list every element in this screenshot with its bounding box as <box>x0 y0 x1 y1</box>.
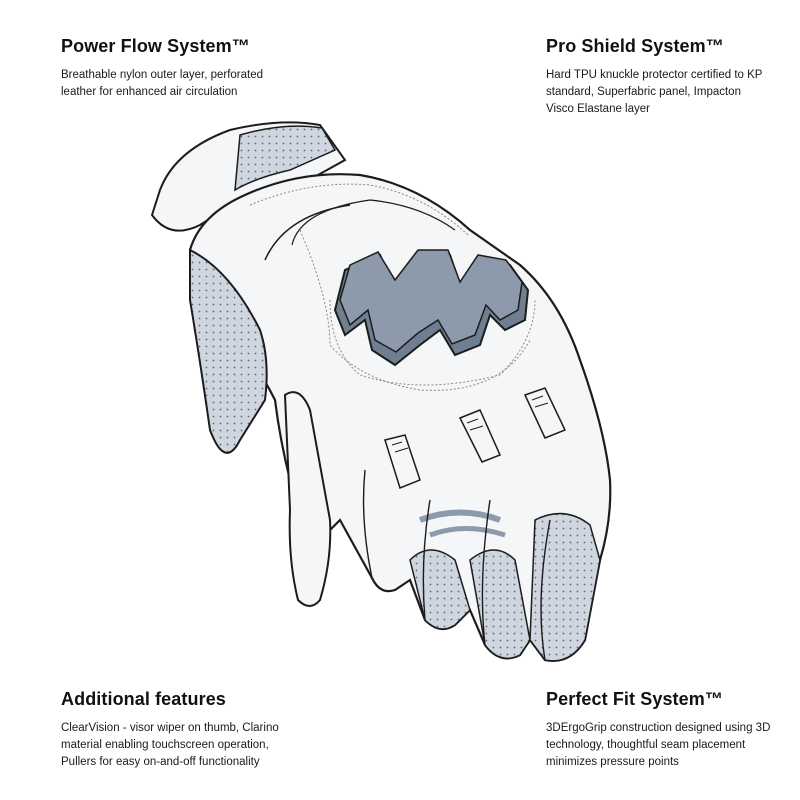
feature-title: Pro Shield System™ <box>546 36 724 56</box>
feature-description: ClearVision - visor wiper on thumb, Clar… <box>61 722 279 768</box>
feature-title: Power Flow System™ <box>61 36 250 56</box>
glove-illustration <box>150 121 612 662</box>
feature-perfect-fit: Perfect Fit System™ 3DErgoGrip construct… <box>546 689 786 771</box>
cuff <box>150 121 347 232</box>
thumb <box>189 248 332 607</box>
finger-panels <box>409 509 601 662</box>
feature-title: Additional features <box>61 689 226 709</box>
feature-description: Hard TPU knuckle protector certified to … <box>546 69 763 115</box>
feature-description: 3DErgoGrip construction designed using 3… <box>546 722 771 768</box>
feature-additional: Additional features ClearVision - visor … <box>61 689 301 771</box>
feature-description: Breathable nylon outer layer, perforated… <box>61 69 264 98</box>
finger-outlines <box>362 469 551 661</box>
feature-pro-shield: Pro Shield System™ Hard TPU knuckle prot… <box>546 36 786 118</box>
finger-vents <box>384 387 567 489</box>
feature-title: Perfect Fit System™ <box>546 689 723 709</box>
feature-power-flow: Power Flow System™ Breathable nylon oute… <box>61 36 301 101</box>
knuckle-protector <box>329 249 536 386</box>
